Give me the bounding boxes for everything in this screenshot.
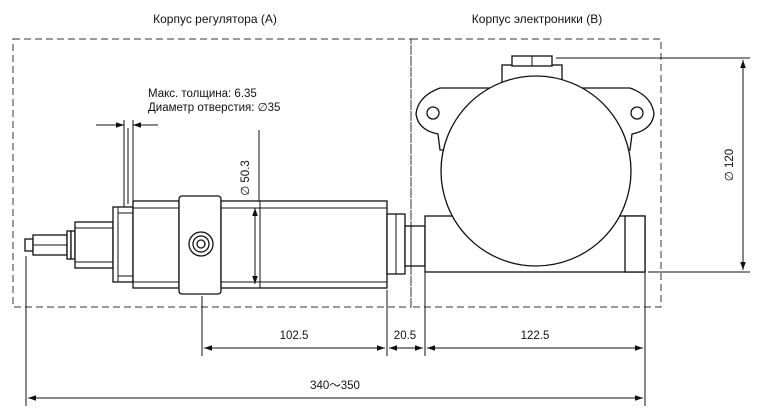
- adapter: [404, 225, 426, 267]
- adapter-length-dim: 20.5: [394, 330, 416, 342]
- hole-diameter-note: Диаметр отверстия: ∅35: [148, 102, 280, 114]
- electronics-length-dim: 122.5: [521, 330, 550, 342]
- electronics-diameter-dim: ∅ 120: [724, 149, 736, 181]
- regulator-diameter-dim: ∅ 50.3: [240, 160, 252, 196]
- regulator-length-dim: 102.5: [280, 330, 309, 342]
- electronics-housing: [415, 55, 655, 273]
- total-length-dim: 340～350: [310, 380, 360, 392]
- regulator-assembly: [24, 195, 406, 295]
- electronics-housing-label: Корпус электроники (B): [472, 12, 602, 26]
- max-thickness-note: Макс. толщина: 6.35: [148, 88, 257, 100]
- electronics-housing-outline: [410, 38, 662, 308]
- regulator-housing-label: Корпус регулятора (A): [153, 12, 277, 26]
